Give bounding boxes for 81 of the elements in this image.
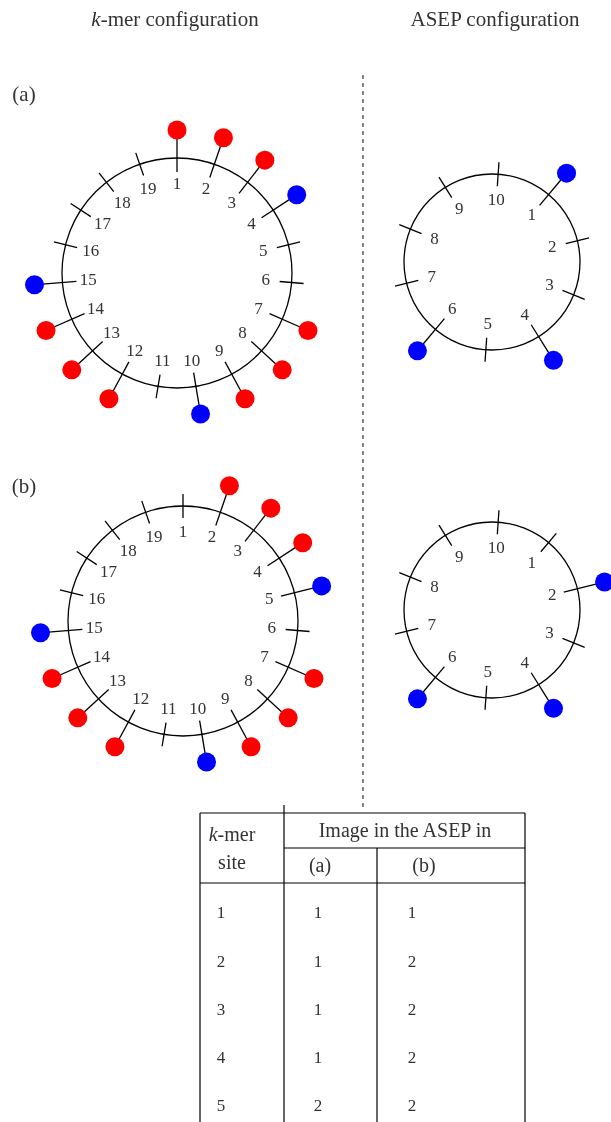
site-number: 1 — [178, 522, 188, 542]
table-cell: 1 — [216, 903, 226, 923]
table-cell: 1 — [407, 903, 417, 923]
site-number: 4 — [253, 562, 262, 582]
site-number: 8 — [244, 671, 253, 691]
site-number: 19 — [139, 179, 157, 199]
column-heading: ASEP configuration — [410, 8, 580, 32]
site-number: 8 — [430, 577, 439, 597]
site-number: 10 — [189, 699, 207, 719]
site-number: 3 — [545, 623, 554, 643]
site-number: 13 — [103, 323, 120, 343]
site-number: 2 — [207, 527, 217, 547]
site-number: 13 — [109, 671, 126, 691]
site-number: 10 — [487, 190, 505, 210]
site-number: 16 — [82, 241, 100, 261]
site-number: 15 — [85, 619, 103, 638]
site-number: 18 — [113, 193, 131, 213]
site-number: 3 — [227, 193, 236, 213]
site-number: 14 — [87, 299, 104, 319]
site-number: 1 — [527, 553, 537, 572]
table-cell: 2 — [407, 1048, 417, 1068]
site-number: 8 — [238, 323, 247, 343]
site-number: 3 — [545, 275, 554, 295]
table-cell: 2 — [407, 952, 417, 972]
site-number: 10 — [487, 538, 505, 558]
site-number: 9 — [454, 200, 464, 219]
site-number: 7 — [254, 299, 263, 319]
table-cell: 3 — [216, 1000, 226, 1020]
site-number: 12 — [126, 341, 144, 361]
panel-label: (a) — [12, 83, 36, 107]
site-number: 16 — [88, 589, 106, 609]
site-number: 17 — [100, 562, 117, 582]
column-heading: k-mer configuration — [91, 8, 259, 32]
site-number: 1 — [172, 174, 182, 194]
site-number: 8 — [430, 229, 439, 249]
site-number: 6 — [267, 619, 276, 638]
site-number: 5 — [259, 241, 268, 261]
table-header: Image in the ASEP in — [318, 819, 492, 841]
table-cell: 1 — [313, 1000, 323, 1020]
site-number: 11 — [160, 699, 177, 719]
site-number: 9 — [215, 341, 224, 361]
table-cell: 1 — [313, 903, 323, 923]
table-cell: 2 — [216, 952, 226, 972]
table-cell: 2 — [407, 1000, 417, 1020]
site-number: 6 — [447, 648, 457, 667]
table-header: (b) — [412, 854, 436, 876]
site-number: 4 — [520, 305, 530, 324]
site-number: 6 — [261, 271, 270, 290]
site-number: 14 — [93, 647, 110, 667]
site-number: 2 — [547, 585, 557, 605]
panel-label: (b) — [11, 475, 37, 499]
site-number: 9 — [454, 548, 464, 567]
site-number: 7 — [427, 615, 437, 635]
site-number: 2 — [201, 179, 211, 199]
site-number: 11 — [154, 351, 171, 371]
site-number: 2 — [547, 237, 557, 257]
site-number: 4 — [520, 653, 530, 672]
site-number: 5 — [483, 662, 492, 682]
table-cell: 2 — [407, 1096, 417, 1116]
site-number: 3 — [233, 541, 242, 561]
site-number: 12 — [132, 689, 150, 709]
site-number: 9 — [221, 689, 230, 709]
site-number: 7 — [260, 647, 269, 667]
site-number: 7 — [427, 267, 437, 287]
site-number: 15 — [79, 271, 97, 290]
site-number: 5 — [483, 314, 492, 334]
table-header: (a) — [308, 854, 332, 876]
site-number: 6 — [447, 300, 457, 319]
site-number: 18 — [119, 541, 137, 561]
table-cell: 5 — [216, 1096, 226, 1116]
site-number: 5 — [265, 589, 274, 609]
site-number: 10 — [183, 351, 201, 371]
site-number: 1 — [527, 205, 537, 224]
table-cell: 1 — [313, 1048, 323, 1068]
table-cell: 4 — [216, 1048, 226, 1068]
table-header: k-mer site — [207, 822, 257, 875]
site-number: 4 — [247, 214, 256, 234]
site-number: 17 — [94, 214, 111, 234]
table-cell: 2 — [313, 1096, 323, 1116]
table-cell: 1 — [313, 952, 323, 972]
site-number: 19 — [145, 527, 163, 547]
